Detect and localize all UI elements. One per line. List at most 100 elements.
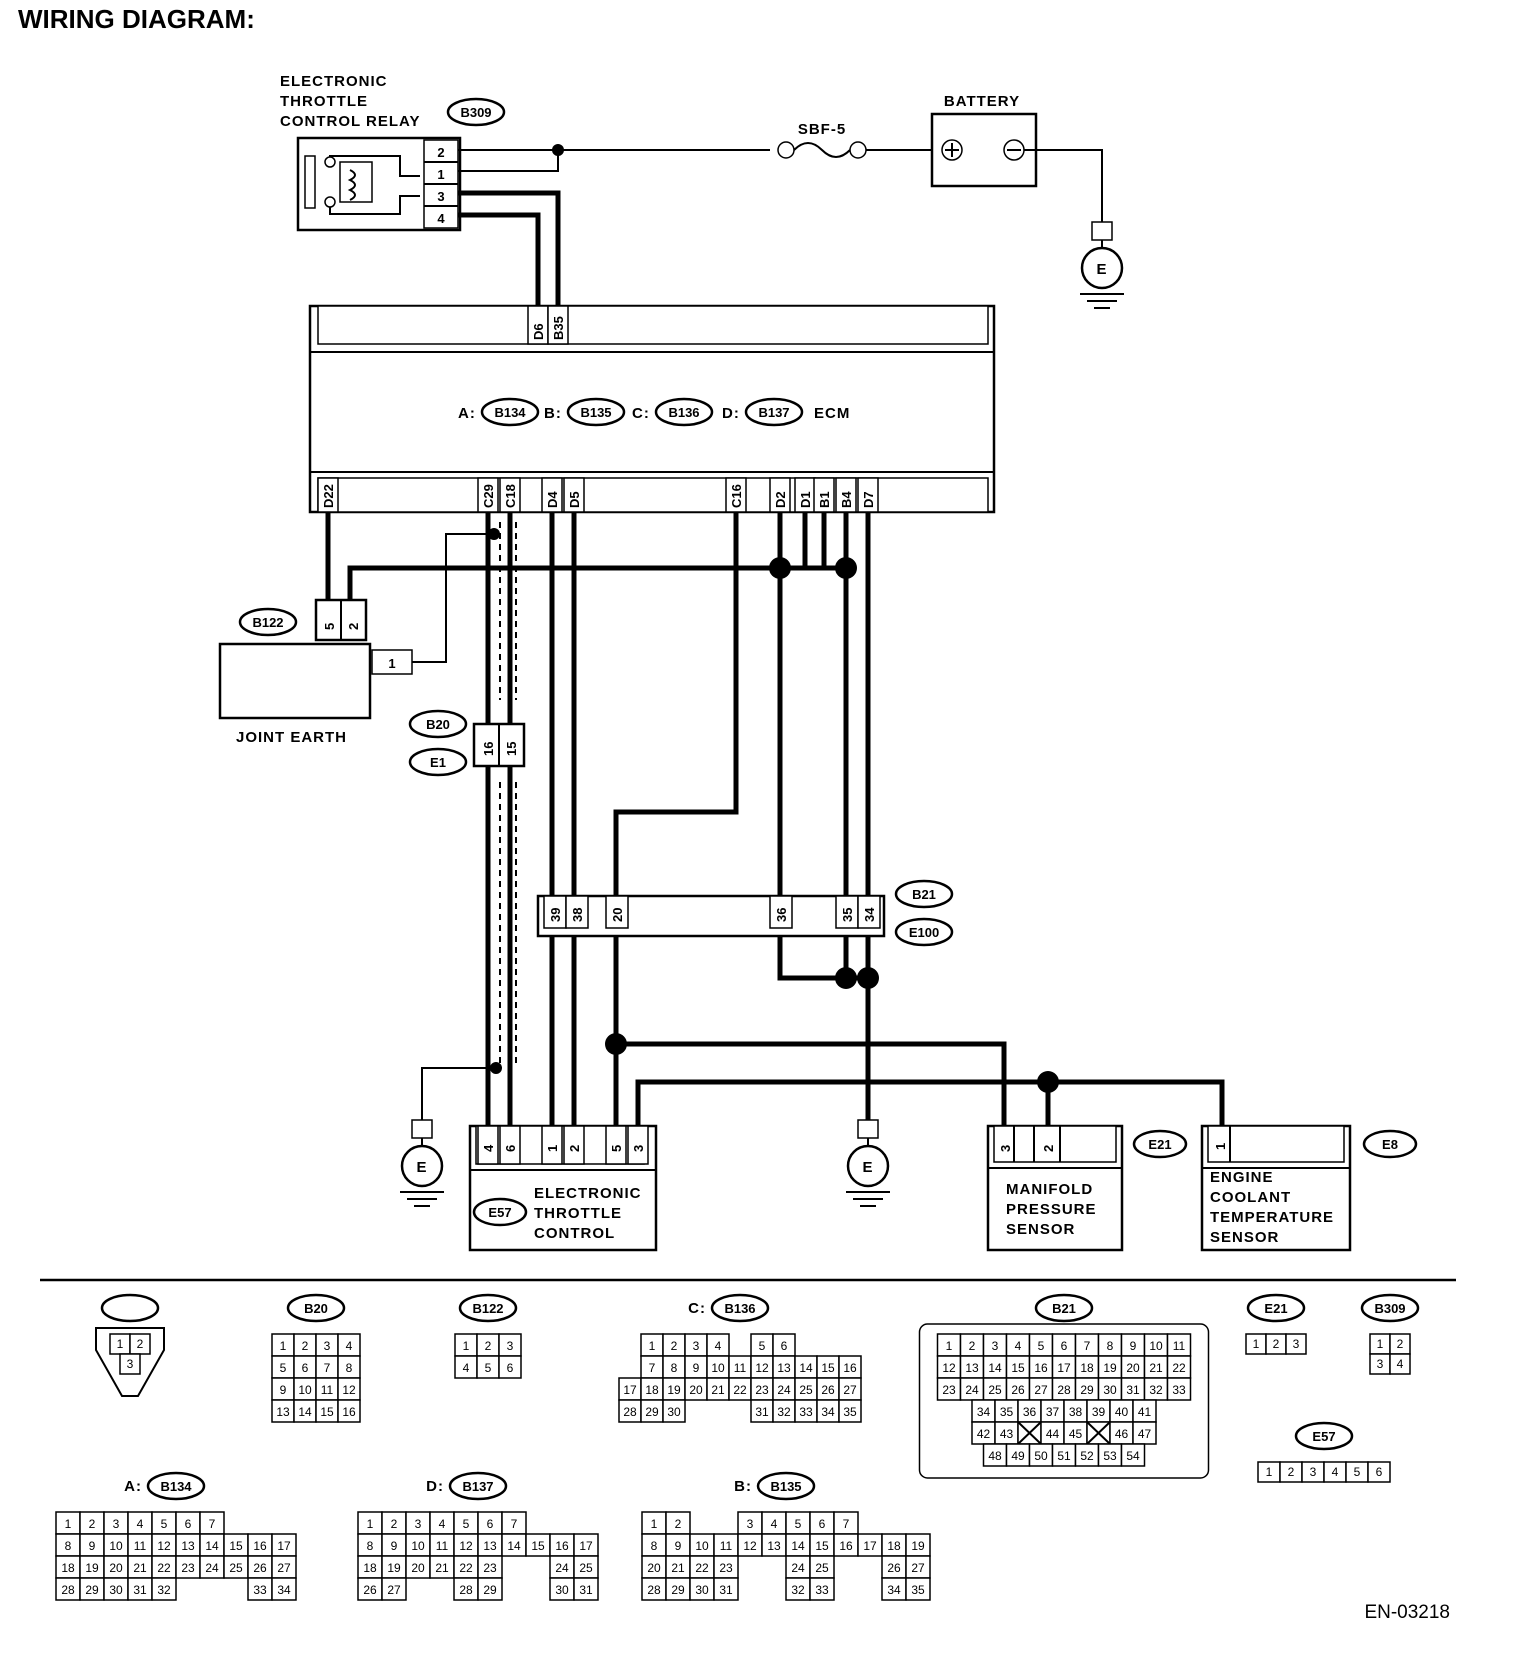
svg-text:MANIFOLD: MANIFOLD xyxy=(1006,1181,1093,1198)
pin-number: 9 xyxy=(1130,1339,1137,1353)
pin-number: 22 xyxy=(157,1561,171,1575)
etc-pin-box xyxy=(563,1125,585,1165)
pin-number: 27 xyxy=(1034,1383,1048,1397)
pin-number: 4 xyxy=(346,1339,353,1353)
pin-number: 29 xyxy=(85,1583,99,1597)
pin-number: 7 xyxy=(649,1361,656,1375)
svg-text:B35: B35 xyxy=(551,316,566,340)
pin-number: 3 xyxy=(324,1339,331,1353)
pin-number: 18 xyxy=(1080,1361,1094,1375)
pin-cell xyxy=(477,1577,503,1601)
pin-number: 10 xyxy=(711,1361,725,1375)
pin-cell xyxy=(337,1399,361,1423)
relay-connector-id: B309 xyxy=(460,105,491,120)
pin-number: 16 xyxy=(843,1361,857,1375)
svg-text:1: 1 xyxy=(1213,1143,1228,1150)
connector-view-prefix: D: xyxy=(426,1478,444,1495)
connector-view-prefix: A: xyxy=(124,1478,142,1495)
pin-number: 7 xyxy=(843,1517,850,1531)
svg-text:C:: C: xyxy=(632,405,650,422)
pin-number: 1 xyxy=(1253,1337,1260,1351)
relay-label-1: ELECTRONIC xyxy=(280,73,388,90)
pin-number: 41 xyxy=(1138,1405,1152,1419)
svg-text:B21: B21 xyxy=(912,887,936,902)
pin-number: 27 xyxy=(277,1561,291,1575)
pin-number: 15 xyxy=(821,1361,835,1375)
ecm-pin-c16: C16 xyxy=(729,484,744,508)
svg-text:THROTTLE: THROTTLE xyxy=(534,1205,622,1222)
engine-coolant-temperature-sensor: 1 ENGINE COOLANT TEMPERATURE SENSOR E8 xyxy=(1200,1124,1418,1252)
svg-text:B137: B137 xyxy=(758,405,789,420)
pin-number: 2 xyxy=(89,1517,96,1531)
ecm-pin-c18: C18 xyxy=(503,484,518,508)
svg-text:E8: E8 xyxy=(1382,1137,1398,1152)
pin-number: 10 xyxy=(411,1539,425,1553)
svg-text:15: 15 xyxy=(504,742,519,756)
pin-number: 13 xyxy=(276,1405,290,1419)
pin-number: 9 xyxy=(693,1361,700,1375)
pin-number: 18 xyxy=(363,1561,377,1575)
pin-number: 29 xyxy=(645,1405,659,1419)
pin-number: 31 xyxy=(755,1405,769,1419)
pin-cell xyxy=(1285,1333,1307,1355)
pin-cell xyxy=(573,1577,599,1601)
connector-view-label: E21 xyxy=(1264,1301,1287,1316)
pin-number: 11 xyxy=(720,1539,733,1553)
pin-number: 3 xyxy=(1293,1337,1300,1351)
joint-earth-label: JOINT EARTH xyxy=(236,729,347,746)
svg-text:5: 5 xyxy=(322,623,337,630)
pin-number: 28 xyxy=(459,1583,473,1597)
ecm-pin-d5: D5 xyxy=(567,491,582,508)
pin-number: 30 xyxy=(1103,1383,1117,1397)
pin-number: 5 xyxy=(759,1339,766,1353)
pin-number: 8 xyxy=(1107,1339,1114,1353)
pin-number: 17 xyxy=(863,1539,877,1553)
svg-text:B20: B20 xyxy=(426,717,450,732)
pin-number: 29 xyxy=(1080,1383,1094,1397)
pin-number: 22 xyxy=(733,1383,747,1397)
pin-number: 1 xyxy=(1377,1337,1384,1351)
pin-number: 2 xyxy=(1397,1337,1404,1351)
pin-number: 4 xyxy=(771,1517,778,1531)
svg-text:CONTROL: CONTROL xyxy=(534,1225,615,1242)
pin-number: 26 xyxy=(821,1383,835,1397)
pin-number: 33 xyxy=(1172,1383,1186,1397)
pin-number: 8 xyxy=(671,1361,678,1375)
pin-number: 6 xyxy=(507,1361,514,1375)
pin-number: 2 xyxy=(391,1517,398,1531)
pin-number: 11 xyxy=(436,1539,449,1553)
pin-number: 45 xyxy=(1069,1427,1083,1441)
pin-number: 21 xyxy=(435,1561,449,1575)
pin-number: 32 xyxy=(1149,1383,1163,1397)
pin-number: 23 xyxy=(719,1561,733,1575)
svg-text:SENSOR: SENSOR xyxy=(1006,1221,1075,1238)
pin-number: 15 xyxy=(531,1539,545,1553)
pin-number: 3 xyxy=(693,1339,700,1353)
pin-number: 14 xyxy=(298,1405,312,1419)
pin-number: 32 xyxy=(777,1405,791,1419)
ecm-pin-b1: B1 xyxy=(817,491,832,508)
pin-number: 15 xyxy=(1011,1361,1025,1375)
pin-number: 7 xyxy=(511,1517,518,1531)
ecm-pin-b4: B4 xyxy=(839,491,854,508)
connector-view-label: E57 xyxy=(1312,1429,1335,1444)
pin-number: 24 xyxy=(555,1561,569,1575)
pin-number: 1 xyxy=(65,1517,72,1531)
pin-number: 18 xyxy=(887,1539,901,1553)
document-code: EN-03218 xyxy=(1364,1602,1450,1623)
pin-number: 51 xyxy=(1057,1449,1071,1463)
pin-number: 54 xyxy=(1126,1449,1140,1463)
pin-number: 30 xyxy=(667,1405,681,1419)
svg-text:3: 3 xyxy=(998,1145,1013,1152)
svg-text:E: E xyxy=(862,1159,873,1176)
relay-label-3: CONTROL RELAY xyxy=(280,113,421,130)
svg-text:35: 35 xyxy=(840,908,855,922)
connector-view-label: B135 xyxy=(770,1479,801,1494)
pin-number: 33 xyxy=(815,1583,829,1597)
svg-text:SBF-5: SBF-5 xyxy=(798,121,846,138)
pin-number: 1 xyxy=(463,1339,470,1353)
pin-cell xyxy=(809,1577,835,1601)
